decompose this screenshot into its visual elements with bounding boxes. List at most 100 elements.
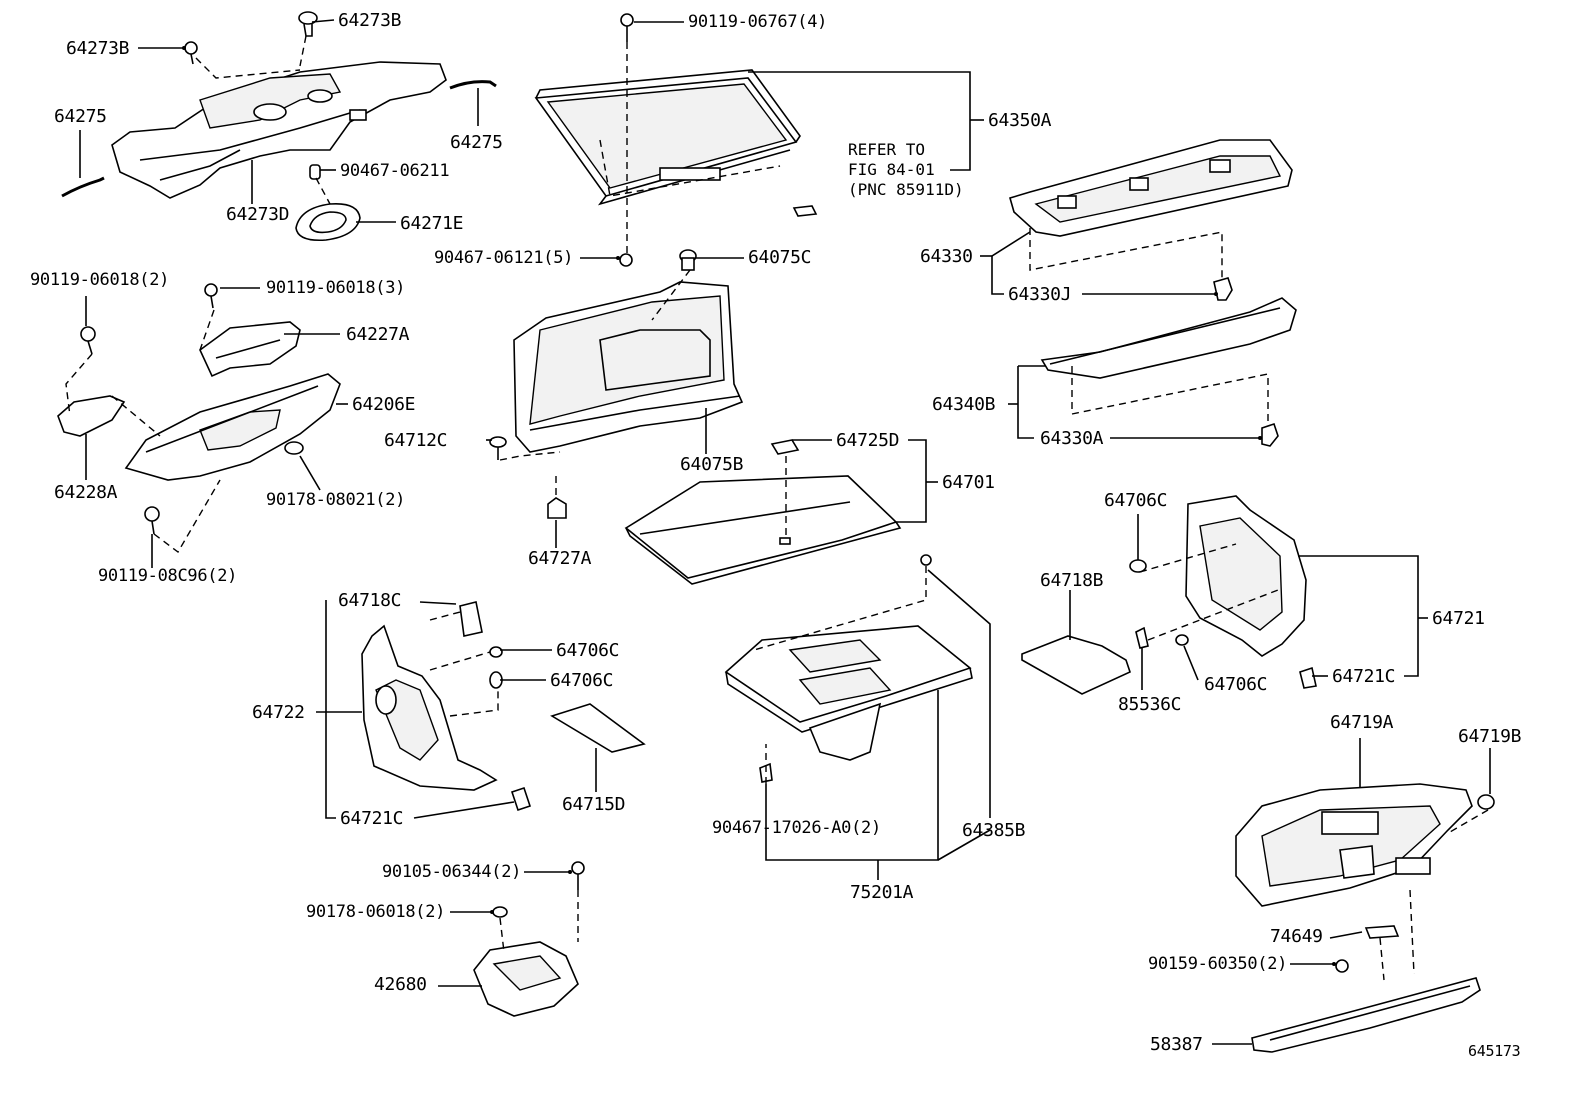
label-90467-06121: 90467-06121(5) [434,248,574,268]
label-42680: 42680 [374,974,427,995]
part-64075b-panel [513,281,744,453]
part-64330-panel [1009,139,1293,237]
label-90159-60350: 90159-60350(2) [1148,954,1288,974]
clip-64706c-b [1175,634,1189,646]
part-64340b-trim [1040,297,1297,379]
label-64273b-top: 64273B [338,10,402,31]
label-64385b: 64385B [962,820,1026,841]
bolt-90105-06344 [571,861,585,890]
part-64350a-frame [534,69,801,206]
clip-64719b [1477,794,1495,810]
note-refer-to-fig: REFER TO FIG 84-01 (PNC 85911D) [848,140,964,199]
label-64712c: 64712C [384,430,448,451]
clip-90178-06018 [492,906,508,918]
clip-64330a [1261,422,1279,447]
part-64722-trim [361,624,498,791]
label-64273d: 64273D [226,204,290,225]
label-64706c-c: 64706C [556,640,620,661]
bolt-90119-06018-2 [80,326,96,355]
label-64350a: 64350A [988,110,1052,131]
part-42680-bracket [473,941,579,1017]
part-64701-floor-mat [624,475,902,585]
label-75201a: 75201A [850,882,914,903]
bolt-90119-06767 [620,13,634,27]
label-90119-06767: 90119-06767(4) [688,12,828,32]
part-64385b-box [724,625,973,761]
part-64227a-bracket [198,321,301,378]
part-64718b-board [1021,635,1131,695]
part-64727a-pad [547,497,567,519]
bolt-90119-08c96 [144,506,160,535]
clip-64273b-top [298,11,318,37]
clip-90467-06121 [619,253,633,267]
part-64273d-panel [111,61,447,199]
label-90119-06018-3: 90119-06018(3) [266,278,406,298]
clip-64721c-a [1299,666,1317,689]
label-64206e: 64206E [352,394,416,415]
part-64715d-cover [550,703,646,753]
label-90119-06018-2: 90119-06018(2) [30,270,170,290]
label-64330a: 64330A [1040,428,1104,449]
clip-64330j [1213,277,1233,301]
label-64721c-a: 64721C [1332,666,1396,687]
label-58387: 58387 [1150,1034,1203,1055]
label-64706c-b: 64706C [1204,674,1268,695]
label-64718b: 64718B [1040,570,1104,591]
label-85536c: 85536C [1118,694,1182,715]
label-64275-right: 64275 [450,132,503,153]
label-64715d: 64715D [562,794,626,815]
label-64701: 64701 [942,472,995,493]
label-64330j: 64330J [1008,284,1072,305]
label-90178-08021: 90178-08021(2) [266,490,406,510]
part-64206e-panel [124,373,341,481]
label-74649: 74649 [1270,926,1323,947]
label-64228a: 64228A [54,482,118,503]
label-90178-06018: 90178-06018(2) [306,902,446,922]
label-64706c-d: 64706C [550,670,614,691]
clip-64706c-c [489,646,503,658]
part-64721-trim [1185,495,1307,657]
clip-85536c [1135,626,1149,649]
label-64340b: 64340B [932,394,996,415]
label-64722: 64722 [252,702,305,723]
label-64721c-b: 64721C [340,808,404,829]
clip-64712c [489,436,507,460]
screw-90159-60350 [1335,959,1349,973]
label-64330: 64330 [920,246,973,267]
part-64271e-gasket [295,202,361,242]
label-64271e: 64271E [400,213,464,234]
label-64725d: 64725D [836,430,900,451]
clip-64075c [679,249,697,271]
bolt-90119-06018-3 [204,283,218,309]
part-64228a-bracket [57,395,126,437]
label-64718c: 64718C [338,590,402,611]
clip-64706c-a [1129,559,1147,573]
clip-64725d [770,439,800,455]
label-90467-17026: 90467-17026-A0(2) [712,818,881,838]
part-64275-seal-right [449,80,497,90]
clip-90467-06211 [309,164,321,180]
label-64719a: 64719A [1330,712,1394,733]
label-64075c: 64075C [748,247,812,268]
label-90105-06344: 90105-06344(2) [382,862,522,882]
part-64275-seal-left [61,176,105,198]
part-85911d-bracket [792,205,818,217]
label-64719b: 64719B [1458,726,1522,747]
label-64075b: 64075B [680,454,744,475]
label-64275-left: 64275 [54,106,107,127]
label-64706c-a: 64706C [1104,490,1168,511]
clip-64721c-b [510,786,532,812]
clip-64273b-left [184,41,198,65]
figure-number: 645173 [1468,1042,1521,1060]
part-64719a-trim [1235,783,1473,907]
clip-64718c [459,601,483,637]
part-58387-sill [1251,977,1481,1053]
clip-90178-08021 [284,441,304,455]
label-90467-06211: 90467-06211 [340,161,450,181]
part-74649-lamp [1364,925,1400,939]
clip-64385b [920,554,932,566]
label-64721: 64721 [1432,608,1485,629]
label-64227a: 64227A [346,324,410,345]
label-64727a: 64727A [528,548,592,569]
